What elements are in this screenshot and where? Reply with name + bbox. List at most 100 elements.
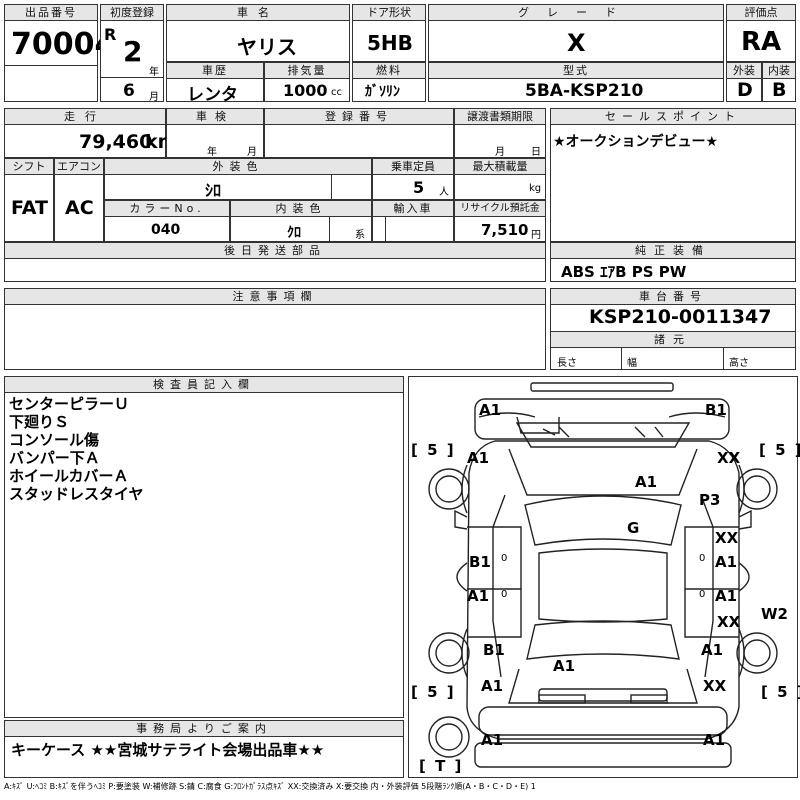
mark-right-front-door-top: XX — [715, 529, 739, 547]
inspector-notes-cell: 検査員記入欄 センターピラーＵ 下廻りＳ コンソール傷 バンパー下Ａ ホイールカ… — [4, 376, 404, 718]
mark-left-quarter: B1 — [483, 641, 505, 659]
shift-cell: シフト FAT — [4, 158, 54, 242]
history-label: 車歴 — [167, 63, 263, 79]
inspector-notes-label: 検査員記入欄 — [5, 377, 403, 393]
color-no-label: カラーNo. — [105, 201, 229, 217]
registration-cell: 登録番号 — [264, 108, 454, 158]
lot-number-cell: 出品番号 70004 — [4, 4, 115, 102]
registration-label: 登録番号 — [265, 109, 453, 125]
recycle-value: 7,510 — [481, 221, 529, 239]
mark-right-rear-corner: XX — [703, 677, 727, 695]
mileage-cell: 走行 79,460 km — [4, 108, 177, 158]
mark-roof: G — [627, 519, 640, 537]
exterior-value: D — [737, 79, 753, 101]
int-color-label: 内装色 — [231, 201, 371, 217]
model-label: 型式 — [429, 63, 723, 79]
recycle-label: リサイクル預託金 — [455, 201, 545, 217]
transfer-cell: 譲渡書類期限 月 日 — [454, 108, 546, 158]
year-value: 2 — [123, 35, 143, 68]
displacement-unit: cc — [331, 87, 342, 98]
capacity-unit: 人 — [439, 187, 449, 198]
sales-point-value: ★オークションデビュー★ — [553, 134, 719, 150]
max-load-cell: 最大積載量 kg — [454, 158, 546, 200]
mileage-label: 走行 — [5, 109, 165, 125]
tire-tread-front-right: [ 5 ] — [759, 441, 800, 459]
transfer-label: 譲渡書類期限 — [455, 109, 545, 125]
car-diagram: A1 B1 [ 5 ] [ 5 ] A1 XX A1 P3 G XX B1 0 … — [408, 376, 800, 778]
rating-cell: 評価点 RA — [726, 4, 796, 62]
history-value: レンタ — [187, 85, 238, 105]
mark-right-front-door: A1 — [715, 553, 738, 571]
month-value: 6 — [123, 81, 135, 101]
inspection-cell: 車検 年 月 — [166, 108, 264, 158]
int-color-cell: 内装色 ｸﾛ 系 — [230, 200, 372, 242]
recycle-unit: 円 — [531, 230, 541, 241]
sales-point-cell: セールスポイント ★オークションデビュー★ — [550, 108, 796, 242]
ext-color-value: ｼﾛ — [205, 181, 222, 200]
mark-left-front-door: B1 — [469, 553, 491, 571]
ext-color-label: 外装色 — [105, 159, 371, 175]
inspector-note-line: 下廻りＳ — [9, 413, 70, 431]
damage-legend: A:ｷｽﾞ U:ﾍｺﾐ B:ｷｽﾞを伴うﾍｺﾐ P:要塗装 W:補修跡 S:錆 … — [4, 782, 536, 791]
recycle-cell: リサイクル預託金 7,510 円 — [454, 200, 546, 242]
displacement-value: 1000 — [283, 81, 328, 100]
model-cell: 型式 5BA-KSP210 — [428, 62, 724, 102]
mark-left-rear-door: A1 — [467, 587, 490, 605]
ext-color-cell: 外装色 ｼﾛ — [104, 158, 372, 200]
grade-value: X — [567, 29, 586, 57]
spec-label: 諸元 — [551, 331, 795, 348]
car-name-label: 車名 — [167, 5, 349, 21]
model-value: 5BA-KSP210 — [525, 81, 644, 101]
import-label: 輸入車 — [373, 201, 453, 217]
exterior-label: 外装 — [727, 63, 761, 79]
caution-label: 注意事項欄 — [5, 289, 545, 305]
car-outline-drawing — [428, 382, 778, 768]
month-unit: 月 — [149, 92, 159, 103]
mark-left-fender: A1 — [467, 449, 490, 467]
fuel-label: 燃料 — [353, 63, 425, 79]
interior-label: 内装 — [763, 63, 795, 79]
later-parts-cell: 後日発送部品 — [4, 242, 546, 282]
sales-point-label: セールスポイント — [551, 109, 795, 125]
max-load-unit: kg — [529, 183, 542, 194]
door-cell: ドア形状 5HB — [352, 4, 426, 62]
mark-hood: A1 — [635, 473, 658, 491]
door-label: ドア形状 — [353, 5, 425, 21]
grade-cell: グレード X — [428, 4, 724, 62]
mark-right-rear-door-top: A1 — [715, 587, 738, 605]
office-notice-cell: 事務局よりご案内 キーケース ★★宮城サテライト会場出品車★★ — [4, 720, 404, 778]
mark-left-rear-corner: A1 — [481, 677, 504, 695]
mark-trunk: A1 — [553, 657, 576, 675]
first-registration-cell: 初度登録 R 2 年 6 月 — [100, 4, 164, 103]
history-cell: 車歴 レンタ — [166, 62, 264, 105]
capacity-label: 乗車定員 — [373, 159, 453, 175]
import-cell: 輸入車 — [372, 200, 454, 242]
lot-number-value: 70004 — [11, 27, 116, 62]
mark-front-left-bumper: A1 — [479, 401, 502, 419]
lot-number-label: 出品番号 — [5, 5, 97, 21]
ac-value: AC — [65, 197, 94, 219]
genuine-equipment-value: ABS ｴｱB PS PW — [561, 263, 687, 281]
mark-right-front-pillar: P3 — [699, 491, 721, 509]
chassis-label: 車台番号 — [551, 289, 795, 305]
capacity-cell: 乗車定員 5 人 — [372, 158, 454, 200]
mark-small-b: 0 — [699, 553, 706, 564]
rating-value: RA — [741, 27, 782, 57]
ac-label: エアコン — [55, 159, 103, 175]
mark-right-fender: XX — [717, 449, 741, 467]
transfer-month: 月 — [495, 147, 505, 158]
mileage-value: 79,460 — [79, 131, 153, 153]
mark-front-right-bumper: B1 — [705, 401, 727, 419]
width-label: 幅 — [627, 358, 637, 369]
ac-cell: エアコン AC — [54, 158, 104, 242]
interior-value: B — [772, 79, 787, 101]
rating-label: 評価点 — [727, 5, 795, 21]
displacement-label: 排気量 — [265, 63, 349, 79]
mark-small-d: 0 — [699, 589, 706, 600]
door-value: 5HB — [367, 31, 413, 55]
inspector-note-line: バンパー下Ａ — [9, 449, 100, 467]
color-no-value: 040 — [151, 222, 181, 238]
inspection-month: 月 — [247, 147, 257, 158]
genuine-equipment-label: 純正装備 — [551, 243, 795, 259]
shift-value: FAT — [11, 197, 48, 219]
